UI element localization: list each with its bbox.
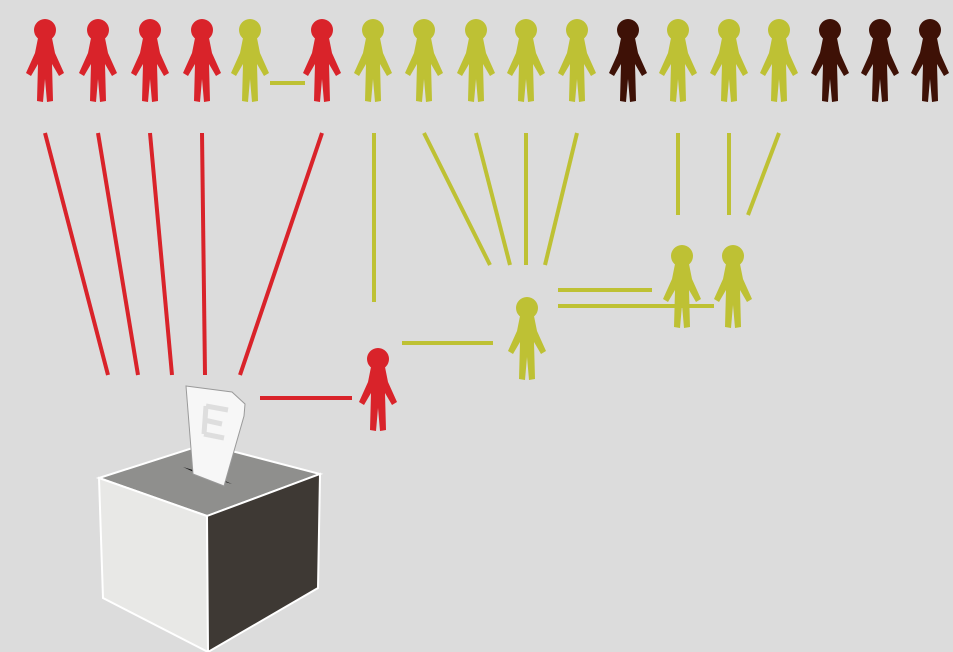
liquid-democracy-diagram: [0, 0, 953, 652]
diagram-canvas: [0, 0, 953, 652]
